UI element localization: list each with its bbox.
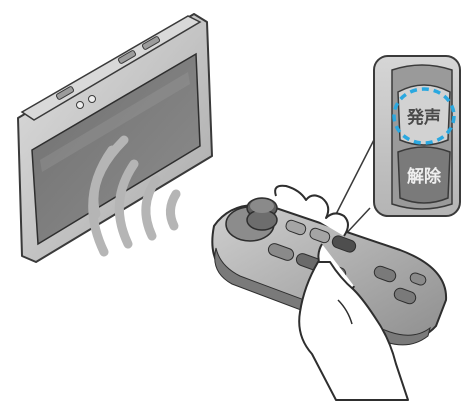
speak-button-label: 発声: [406, 107, 441, 128]
monitor-indicators: [76, 95, 96, 109]
callout-magnifier: 発声 解除: [329, 55, 461, 239]
monitor-top-buttons: [55, 36, 161, 100]
joystick-knob[interactable]: [246, 197, 278, 231]
remote-underside: [214, 247, 431, 346]
navigation-monitor: [17, 13, 213, 263]
speak-button-highlight: [392, 87, 456, 145]
monitor-screen-shine: [40, 72, 190, 172]
remote-button-7[interactable]: [393, 287, 418, 306]
hand-fingers-top: [274, 184, 349, 237]
remote-button-2[interactable]: [309, 227, 332, 244]
remote-button-6[interactable]: [373, 265, 398, 284]
signal-wave-2: [141, 175, 161, 241]
signal-wave-5: [89, 135, 129, 219]
signal-wave-1: [166, 189, 181, 231]
remote-button-3[interactable]: [267, 242, 296, 262]
signal-waves: [88, 135, 181, 257]
cancel-button-label: 解除: [407, 166, 442, 187]
hand-palm: [298, 261, 409, 401]
remote-button-8[interactable]: [409, 272, 427, 287]
speak-button[interactable]: 発声: [397, 84, 451, 146]
callout-pointer-line-1: [329, 127, 381, 227]
hand-crease: [337, 299, 353, 325]
remote-speak-button[interactable]: [331, 234, 358, 253]
remote-button-1[interactable]: [285, 219, 308, 236]
hand: [274, 184, 409, 401]
signal-wave-3: [114, 159, 139, 249]
cancel-button[interactable]: 解除: [397, 146, 451, 204]
